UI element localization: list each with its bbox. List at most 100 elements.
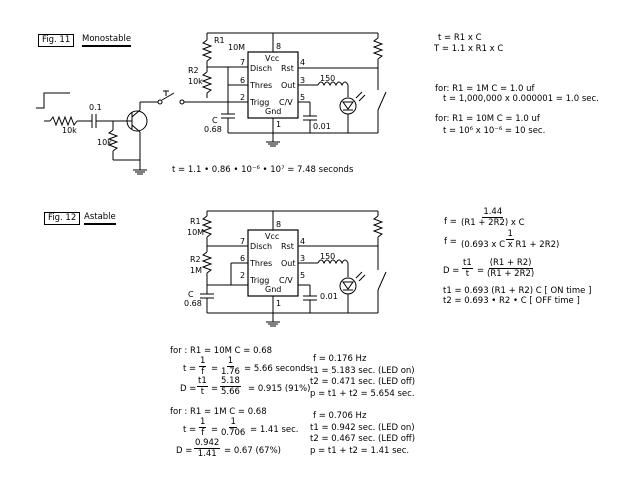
fig12-ex1-t-frac1: 1 f <box>199 356 207 377</box>
fig11-cin-value: 0.1 <box>89 103 102 112</box>
fig12-f2-den: (0.693 x C x R1 + 2R2) <box>461 240 560 250</box>
fig11-chip-vcc: Vcc <box>265 54 280 63</box>
fig12-ex1-t-frac2: 1 1.76 <box>220 356 241 377</box>
fig12-ex1-for: for : R1 = 10M C = 0.68 <box>170 346 273 356</box>
fig12-ex1-d-d2: 5.66 <box>221 387 240 397</box>
fig12-chip-cv: C/V <box>279 276 293 285</box>
fig11-eq-t: t = R1 x C <box>438 33 482 43</box>
fig12-pin8: 8 <box>276 220 282 229</box>
fig11-label: Fig. 11 <box>38 34 75 47</box>
fig12-d-num1: t1 <box>462 258 473 269</box>
fig11-pin3: 3 <box>300 76 306 85</box>
fig12-f1-num: 1.44 <box>482 207 504 218</box>
fig12-ex1-t-eq: = <box>211 364 219 374</box>
fig12-r2-label: R2 <box>190 255 201 264</box>
fig11-chip-cv: C/V <box>279 98 293 107</box>
fig12-pin5: 5 <box>300 271 306 280</box>
fig12-ex2-t-d2: 0.706 <box>221 428 246 438</box>
fig12-ex2-t-d1: f <box>201 428 205 438</box>
fig12-ex2-t1: t1 = 0.942 sec. (LED on) <box>310 423 415 433</box>
fig12-ex1-t-d2: 1.76 <box>221 367 240 377</box>
fig12-ex2-t-lhs: t = <box>183 425 197 435</box>
fig11-r2-label: R2 <box>188 66 199 75</box>
fig12-ex1-d-n1: t1 <box>197 376 208 387</box>
fig12-d-frac2: (R1 + R2) (R1 + 2R2) <box>486 258 535 279</box>
fig12-ex1-d-d1: t <box>200 387 205 397</box>
fig12-d-frac1: t1 t <box>462 258 473 279</box>
fig12-ex2-t-frac2: 1 0.706 <box>220 417 246 438</box>
fig12-d-den2: (R1 + 2R2) <box>487 269 535 279</box>
fig12-ex2-t-eq: = <box>211 425 219 435</box>
fig12-ex1-d-eq: = <box>211 384 219 394</box>
fig12-f1-den: (R1 + 2R2) x C <box>461 218 525 228</box>
fig12-ex2-t-frac1: 1 f <box>199 417 207 438</box>
fig12-chip-out: Out <box>281 259 296 268</box>
fig11-chip-out: Out <box>281 81 296 90</box>
fig12-pin7: 7 <box>240 237 246 246</box>
fig12-f2-num: 1 <box>506 229 514 240</box>
fig12-pin2: 2 <box>240 271 246 280</box>
fig12-ex1-f: f = 0.176 Hz <box>313 354 367 364</box>
fig12-t2-line: t2 = 0.693 • R2 • C [ OFF time ] <box>443 296 580 306</box>
fig11-ex1-line1: for: R1 = 1M C = 1.0 uf <box>435 84 535 94</box>
fig11-chip-gnd: Gnd <box>265 107 282 116</box>
fig12-ex2-t-res: = 1.41 sec. <box>250 425 299 435</box>
fig12-ex2-for: for : R1 = 1M C = 0.68 <box>170 407 267 417</box>
fig12-ex1-t-n2: 1 <box>226 356 235 367</box>
fig12-f1-frac: 1.44 (R1 + 2R2) x C <box>460 207 526 228</box>
fig12-pin3: 3 <box>300 254 306 263</box>
fig12-circuit <box>200 210 387 327</box>
fig11-pin6: 6 <box>240 76 246 85</box>
fig12-ex2-d-d1: 1.41 <box>197 449 217 459</box>
fig11-pin2: 2 <box>240 93 246 102</box>
fig11-chip-disch: Disch <box>250 64 273 73</box>
fig12-ex1-d-lhs: D = <box>180 384 197 394</box>
fig12-ex1-t-lhs: t = <box>183 364 197 374</box>
fig11-ccv-value: 0.01 <box>313 122 331 131</box>
fig12-ex2-t2: t2 = 0.467 sec. (LED off) <box>310 434 416 444</box>
fig12-ex1-d-frac1: t1 t <box>197 376 208 397</box>
fig11-r1-value: 10M <box>228 43 246 52</box>
fig11-pin5: 5 <box>300 93 306 102</box>
fig11-pin1: 1 <box>276 120 282 129</box>
fig11-title: Monostable <box>82 34 132 47</box>
fig11-ex2-line2: t = 10⁶ x 10⁻⁶ = 10 sec. <box>443 126 546 136</box>
fig12-pin6: 6 <box>240 254 246 263</box>
fig12-c-label: C <box>188 290 194 299</box>
fig12-chip-thres: Thres <box>250 259 273 268</box>
fig11-chip-thres: Thres <box>250 81 273 90</box>
fig12-ex1-t2: t2 = 0.471 sec. (LED off) <box>310 377 416 387</box>
fig12-ex1-p: p = t1 + t2 = 5.654 sec. <box>310 389 415 399</box>
fig12-c-value: 0.68 <box>184 299 202 308</box>
fig12-f1-lhs: f = <box>444 217 457 227</box>
fig12-ccv-value: 0.01 <box>320 292 338 301</box>
fig11-circuit <box>36 32 387 175</box>
fig12-ex1-t-d1: f <box>201 367 205 377</box>
fig12-ex2-d-n1: 0.942 <box>194 438 221 449</box>
fig12-chip-trigg: Trigg <box>250 276 270 285</box>
fig11-ex2-line1: for: R1 = 10M C = 1.0 uf <box>435 114 540 124</box>
fig11-r2-value: 10k <box>188 77 203 86</box>
fig12-chip-gnd: Gnd <box>265 285 282 294</box>
fig11-r1-label: R1 <box>214 36 225 45</box>
fig11-chip-trigg: Trigg <box>250 98 270 107</box>
fig12-title: Astable <box>84 212 116 225</box>
fig11-eq-T: T = 1.1 x R1 x C <box>434 44 504 54</box>
fig12-rled-value: 150 <box>320 252 336 261</box>
fig12-chip-vcc: Vcc <box>265 232 280 241</box>
fig11-rled-value: 150 <box>320 74 336 83</box>
fig12-ex2-t-n1: 1 <box>199 417 207 428</box>
fig12-ex2-f: f = 0.706 Hz <box>313 411 367 421</box>
fig12-r1-label: R1 <box>190 217 201 226</box>
fig12-d-den1: t <box>465 269 470 279</box>
fig12-ex2-d-res: = 0.67 (67%) <box>224 446 281 456</box>
fig12-ex1-t1: t1 = 5.183 sec. (LED on) <box>310 366 415 376</box>
fig12-d-eq: = <box>477 266 485 276</box>
fig12-d-lhs: D = <box>443 266 460 276</box>
fig11-calc: t = 1.1 • 0.86 • 10⁻⁶ • 10⁷ = 7.48 secon… <box>172 165 354 175</box>
fig11-pin7: 7 <box>240 58 246 67</box>
fig12-ex1-d-frac2: 5.18 5.66 <box>220 376 241 397</box>
fig12-ex1-d-n2: 5.18 <box>220 376 241 387</box>
fig12-chip-disch: Disch <box>250 242 273 251</box>
